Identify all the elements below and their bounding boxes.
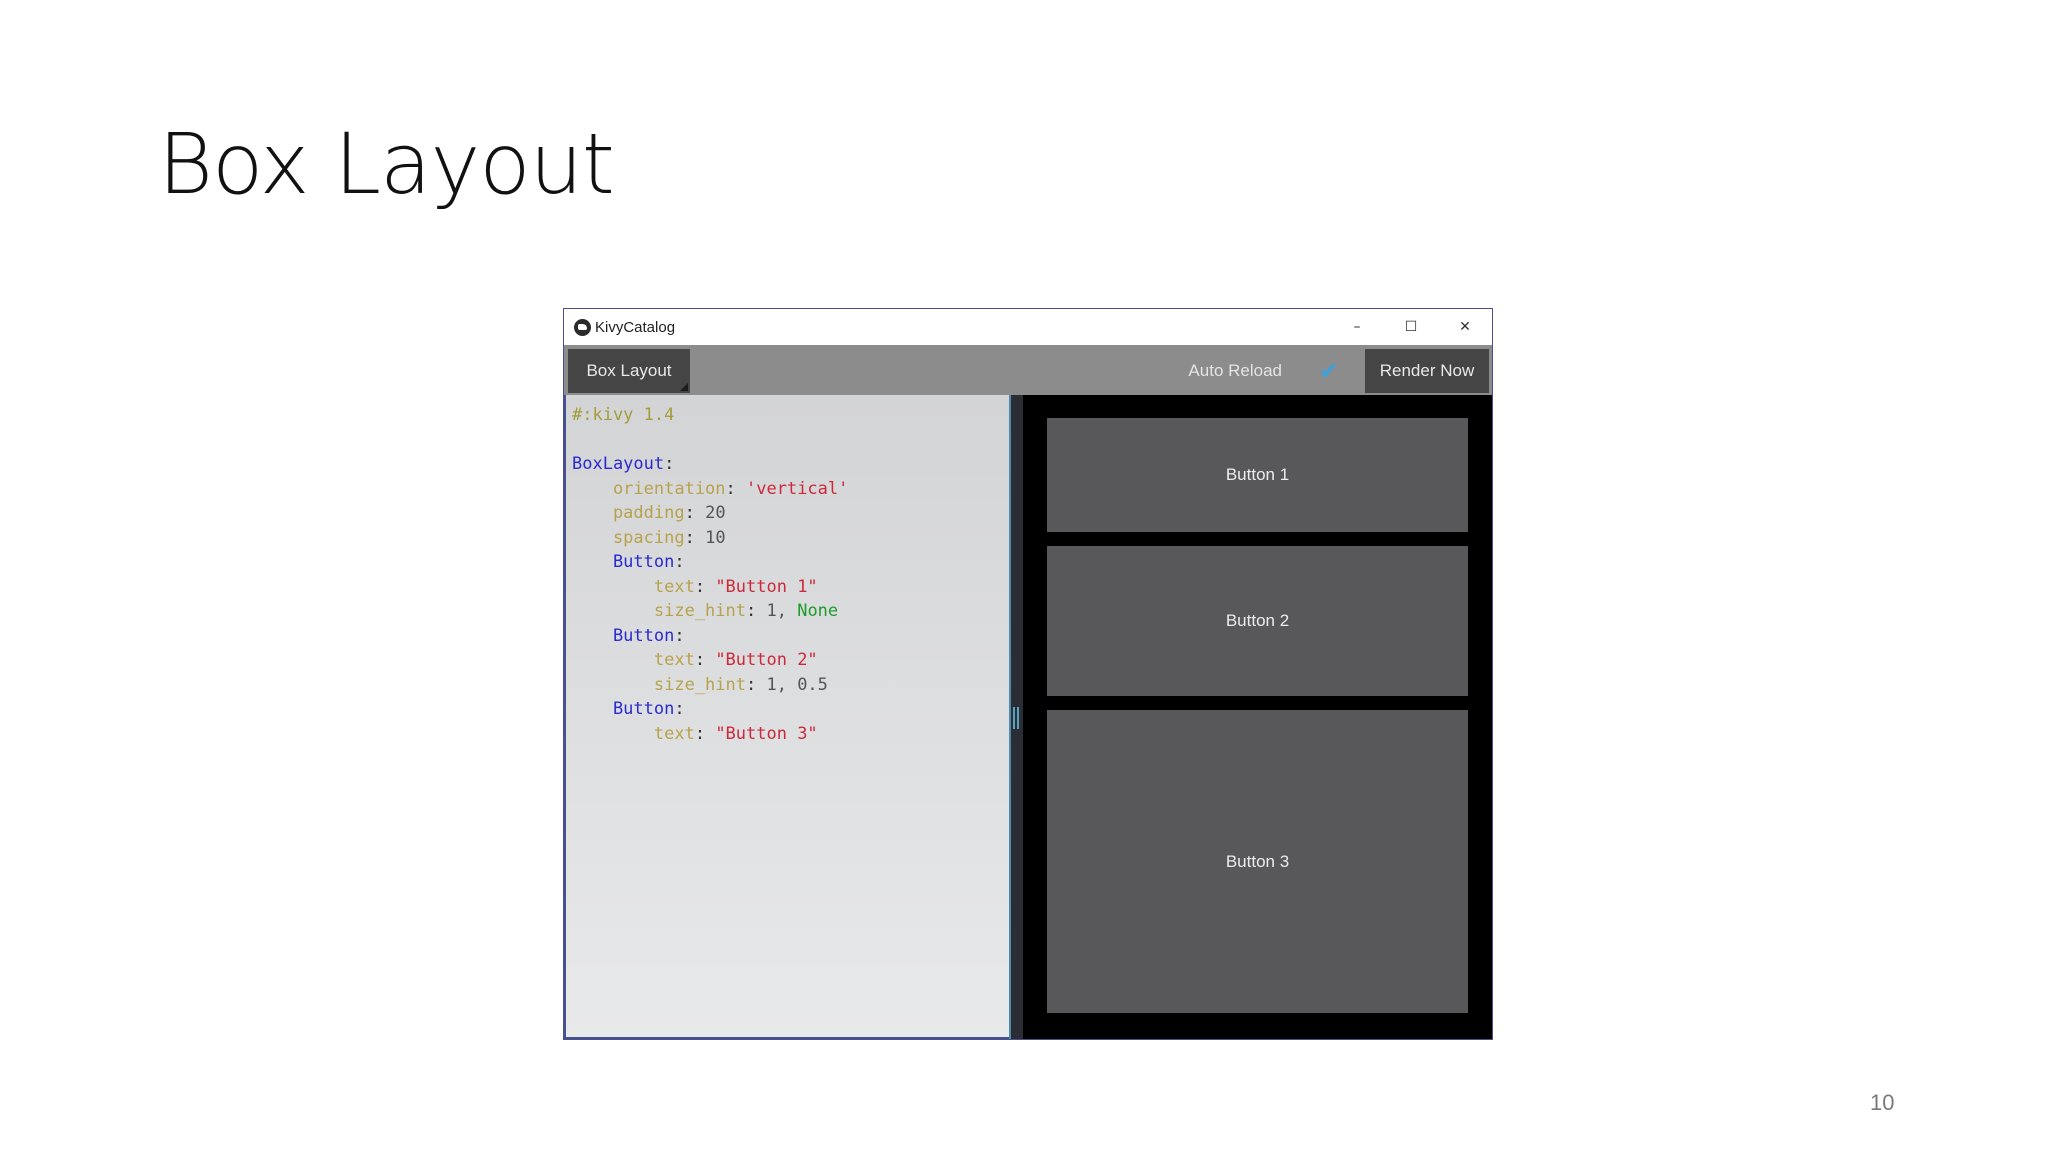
kivy-catalog-window: KivyCatalog – ☐ ✕ Box Layout Auto Reload… <box>563 308 1493 1040</box>
splitter-handle[interactable] <box>1009 395 1023 1039</box>
code-line: Button: <box>572 550 1009 575</box>
code-token: 10 <box>705 527 726 548</box>
code-token: #:kivy 1.4 <box>572 405 675 425</box>
code-line: Button: <box>572 697 1009 722</box>
maximize-icon[interactable]: ☐ <box>1404 319 1418 335</box>
code-token: None <box>797 601 839 621</box>
code-token: text <box>572 576 695 597</box>
preview-pane: Button 1 Button 2 Button 3 <box>1023 395 1492 1039</box>
auto-reload-label: Auto Reload <box>1188 361 1282 380</box>
code-line: Button: <box>572 624 1009 649</box>
code-token: size_hint <box>572 601 746 621</box>
code-token: : <box>694 650 716 670</box>
preview-button-2[interactable]: Button 2 <box>1047 546 1468 696</box>
code-line: spacing: 10 <box>572 526 1009 551</box>
code-token: spacing <box>572 527 685 548</box>
code-token: Button <box>572 699 675 719</box>
code-token: 1, <box>766 601 798 621</box>
code-token: "Button 3" <box>715 723 818 744</box>
layout-select-label: Box Layout <box>586 361 672 380</box>
render-now-button[interactable]: Render Now <box>1365 349 1489 393</box>
code-token: : <box>746 674 767 695</box>
code-token: Button <box>572 625 675 646</box>
window-controls: – ☐ ✕ <box>1330 309 1492 345</box>
code-token: : <box>694 723 716 744</box>
code-token: "Button 2" <box>715 650 818 670</box>
code-line <box>572 428 1009 453</box>
code-token: : <box>674 552 685 572</box>
code-token: : <box>725 478 747 499</box>
code-token: : <box>684 527 706 548</box>
code-line: text: "Button 1" <box>572 575 1009 600</box>
close-icon[interactable]: ✕ <box>1459 319 1471 335</box>
grip-icon <box>1013 707 1019 729</box>
code-token: text <box>572 650 695 670</box>
code-line: size_hint: 1, None <box>572 599 1009 624</box>
checkmark-icon: ✔ <box>1318 357 1340 385</box>
code-token: : <box>674 699 685 719</box>
code-token: padding <box>572 503 685 523</box>
code-token: "Button 1" <box>715 576 818 597</box>
code-token: Button <box>572 552 675 572</box>
code-token: : <box>664 454 675 474</box>
window-titlebar[interactable]: KivyCatalog – ☐ ✕ <box>564 309 1492 345</box>
code-token: 1, 0.5 <box>766 674 828 695</box>
code-token: size_hint <box>572 674 746 695</box>
auto-reload-checkbox[interactable]: ✔ <box>1316 357 1342 385</box>
code-line: BoxLayout: <box>572 452 1009 477</box>
code-line: text: "Button 2" <box>572 648 1009 673</box>
code-token: BoxLayout <box>572 454 665 474</box>
preview-button-3[interactable]: Button 3 <box>1047 710 1468 1013</box>
window-title: KivyCatalog <box>595 318 676 336</box>
code-line: text: "Button 3" <box>572 722 1009 747</box>
dropdown-corner-icon <box>680 383 688 391</box>
code-token: : <box>684 503 706 523</box>
minimize-icon[interactable]: – <box>1353 319 1361 335</box>
page-number: 10 <box>1870 1090 1895 1115</box>
code-line: #:kivy 1.4 <box>572 403 1009 428</box>
slide-title: Box Layout <box>158 115 615 213</box>
code-token: orientation <box>572 478 726 499</box>
code-line: size_hint: 1, 0.5 <box>572 673 1009 698</box>
layout-select-dropdown[interactable]: Box Layout <box>568 349 690 393</box>
code-token: text <box>572 723 695 744</box>
preview-button-1[interactable]: Button 1 <box>1047 418 1468 532</box>
code-token: : <box>746 601 767 621</box>
code-line: padding: 20 <box>572 501 1009 526</box>
code-token: : <box>674 625 685 646</box>
kivy-logo-icon <box>574 318 591 336</box>
code-token: 20 <box>705 503 726 523</box>
code-token: 'vertical' <box>746 478 849 499</box>
code-token: : <box>694 576 716 597</box>
toolbar: Box Layout Auto Reload ✔ Render Now <box>564 345 1492 395</box>
code-line: orientation: 'vertical' <box>572 477 1009 502</box>
